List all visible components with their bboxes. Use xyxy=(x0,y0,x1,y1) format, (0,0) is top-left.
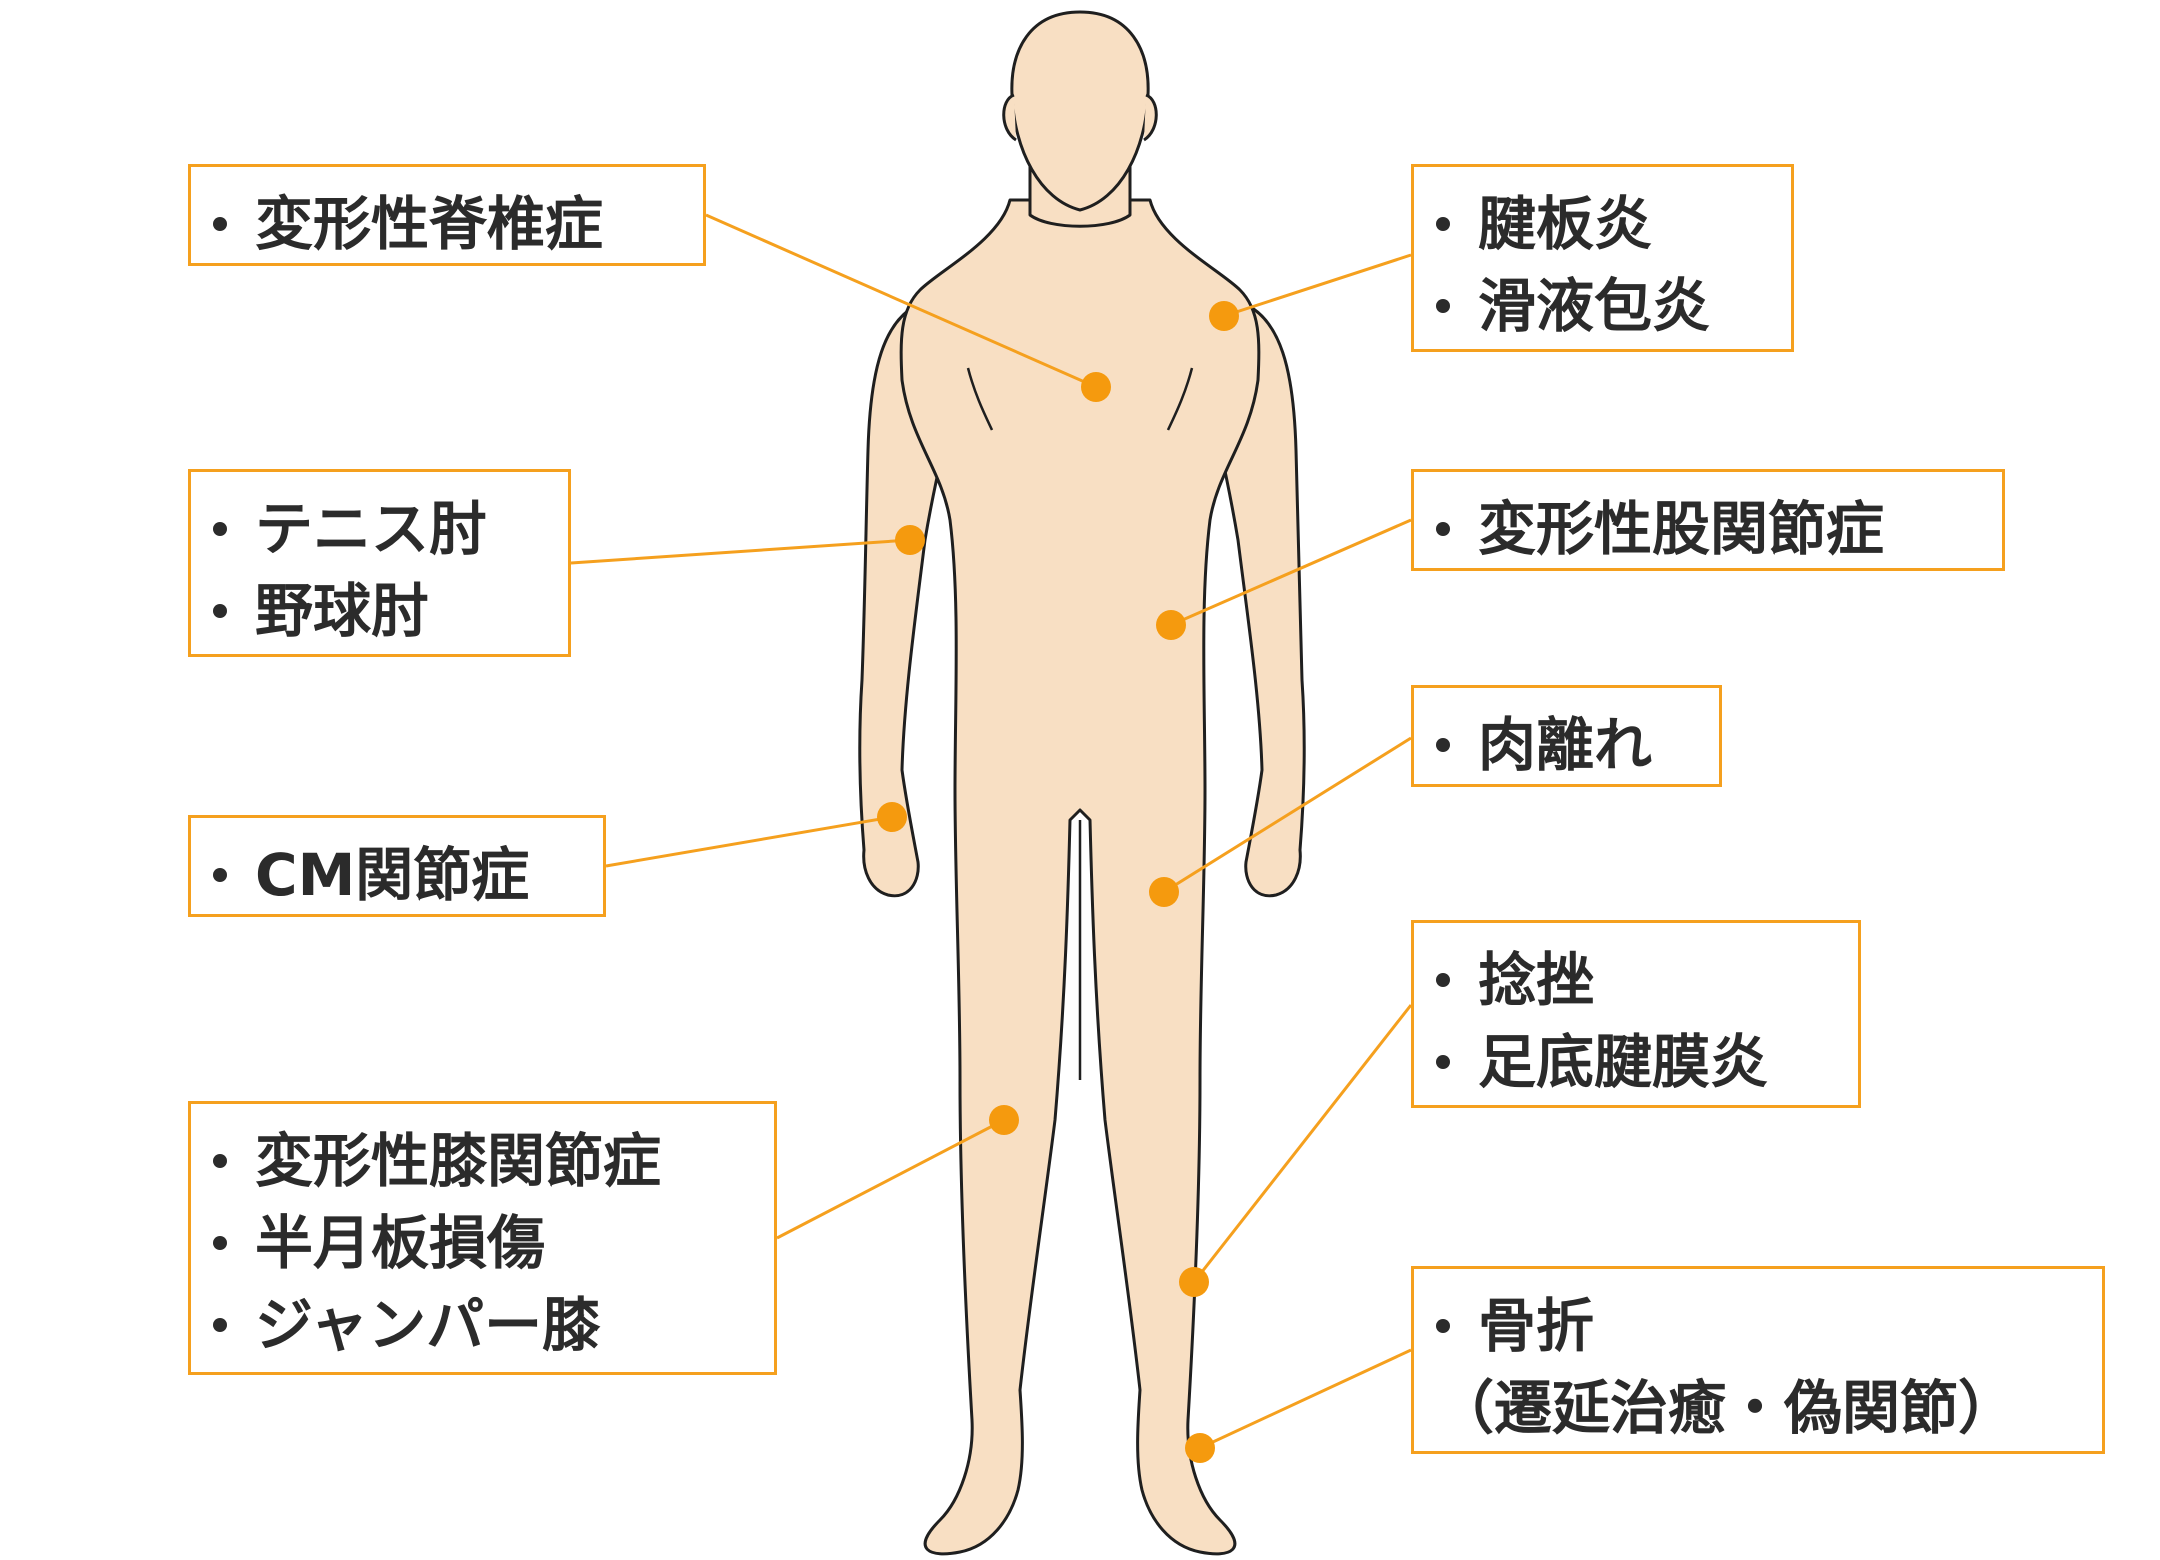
leader-line-shoulder xyxy=(1223,253,1412,318)
label-item: CM関節症 xyxy=(213,834,579,916)
label-text: CM関節症 xyxy=(255,841,530,909)
label-item: 野球肘 xyxy=(213,570,544,652)
bullet-icon xyxy=(213,1236,227,1250)
label-text: 半月板損傷 xyxy=(255,1209,546,1277)
label-item: 捻挫 xyxy=(1436,939,1834,1021)
label-box-shin: 捻挫 足底腱膜炎 xyxy=(1411,920,1861,1108)
label-text: （遷延治癒・偽関節） xyxy=(1436,1374,2017,1442)
bullet-icon xyxy=(213,868,227,882)
label-box-shoulder: 腱板炎 滑液包炎 xyxy=(1411,164,1794,352)
markers xyxy=(877,301,1239,1463)
label-item: 足底腱膜炎 xyxy=(1436,1021,1834,1103)
marker-elbow xyxy=(895,525,925,555)
label-box-thigh: 肉離れ xyxy=(1411,685,1722,787)
leader-line-elbow xyxy=(570,538,911,565)
leader-line-shin xyxy=(1192,1004,1413,1283)
leader-line-knee xyxy=(776,1118,1005,1240)
label-text: 滑液包炎 xyxy=(1478,272,1711,340)
label-text: 変形性膝関節症 xyxy=(255,1127,662,1195)
leader-line-hip xyxy=(1170,518,1412,627)
label-item: 半月板損傷 xyxy=(213,1202,750,1284)
label-text: 足底腱膜炎 xyxy=(1478,1028,1769,1096)
label-item: 変形性脊椎症 xyxy=(213,183,679,265)
bullet-icon xyxy=(213,522,227,536)
label-text: 捻挫 xyxy=(1478,946,1595,1014)
bullet-icon xyxy=(213,217,227,231)
label-item: テニス肘 xyxy=(213,488,544,570)
bullet-icon xyxy=(1436,1319,1450,1333)
label-text: 骨折 xyxy=(1478,1292,1595,1360)
leader-lines xyxy=(570,213,1413,1450)
label-box-spine: 変形性脊椎症 xyxy=(188,164,706,266)
label-text: テニス肘 xyxy=(255,495,488,563)
leader-line-thigh xyxy=(1163,736,1412,894)
label-text: 変形性脊椎症 xyxy=(255,190,604,258)
bullet-icon xyxy=(1436,522,1450,536)
label-item: 変形性股関節症 xyxy=(1436,488,1978,570)
label-item: 肉離れ xyxy=(1436,704,1695,786)
marker-ankle xyxy=(1185,1433,1215,1463)
body-contours xyxy=(966,367,1194,1080)
label-item: 骨折 xyxy=(1436,1285,2078,1367)
label-item: （遷延治癒・偽関節） xyxy=(1436,1367,2078,1449)
label-text: 変形性股関節症 xyxy=(1478,495,1885,563)
bullet-icon xyxy=(1436,973,1450,987)
label-box-hip: 変形性股関節症 xyxy=(1411,469,2005,571)
body-silhouette xyxy=(858,10,1306,1556)
bullet-icon xyxy=(1436,217,1450,231)
marker-spine xyxy=(1081,372,1111,402)
leader-line-thumb xyxy=(605,815,893,868)
label-item: ジャンパー膝 xyxy=(213,1284,750,1366)
label-box-thumb: CM関節症 xyxy=(188,815,606,917)
marker-shoulder xyxy=(1209,301,1239,331)
label-box-knee: 変形性膝関節症 半月板損傷 ジャンパー膝 xyxy=(188,1101,777,1375)
label-box-elbow: テニス肘 野球肘 xyxy=(188,469,571,657)
label-text: ジャンパー膝 xyxy=(255,1291,601,1359)
bullet-icon xyxy=(213,1154,227,1168)
label-item: 腱板炎 xyxy=(1436,183,1767,265)
label-box-ankle: 骨折 （遷延治癒・偽関節） xyxy=(1411,1266,2105,1454)
marker-thumb xyxy=(877,802,907,832)
bullet-icon xyxy=(213,1318,227,1332)
bullet-icon xyxy=(213,604,227,618)
label-item: 滑液包炎 xyxy=(1436,265,1767,347)
marker-thigh xyxy=(1149,877,1179,907)
label-item: 変形性膝関節症 xyxy=(213,1120,750,1202)
bullet-icon xyxy=(1436,299,1450,313)
label-text: 腱板炎 xyxy=(1478,190,1653,258)
bullet-icon xyxy=(1436,738,1450,752)
bullet-icon xyxy=(1436,1055,1450,1069)
marker-knee xyxy=(989,1105,1019,1135)
marker-shin xyxy=(1179,1267,1209,1297)
leader-line-ankle xyxy=(1199,1348,1412,1450)
label-text: 野球肘 xyxy=(255,577,430,645)
marker-hip xyxy=(1156,610,1186,640)
label-text: 肉離れ xyxy=(1478,711,1653,779)
leader-line-spine xyxy=(705,213,1097,389)
